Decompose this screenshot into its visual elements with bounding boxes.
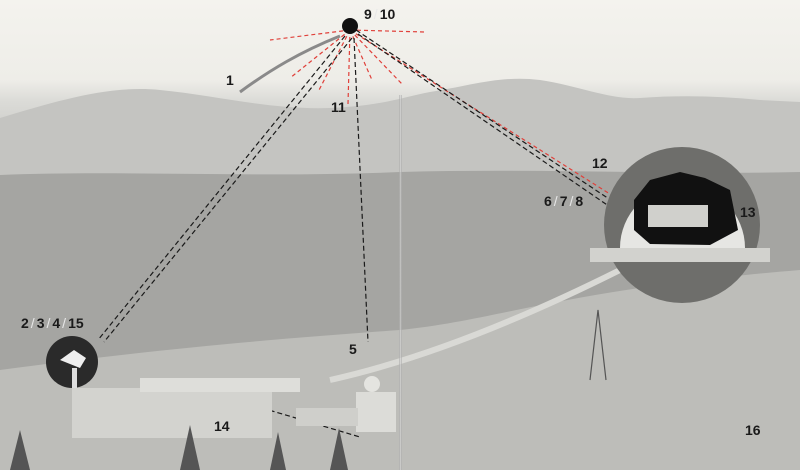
label-satellite: 9/10	[364, 6, 396, 22]
label-part: 9	[364, 6, 372, 22]
label-radome-left: 6/7/8	[544, 193, 584, 209]
satellite-icon	[342, 18, 358, 34]
label-trajectory: 1	[226, 72, 234, 88]
label-part: 15	[68, 315, 84, 331]
label-tower-5: 5	[349, 341, 357, 357]
label-part: 2	[21, 315, 29, 331]
label-corner: 16	[745, 422, 761, 438]
label-part: 10	[379, 6, 396, 22]
label-radome-top: 12	[592, 155, 608, 171]
label-tower-11: 11	[331, 99, 346, 115]
label-building: 14	[214, 418, 230, 434]
label-part: 4	[52, 315, 61, 331]
label-part: 8	[575, 193, 584, 209]
label-part: 7	[559, 193, 568, 209]
label-part: 3	[36, 315, 45, 331]
page-gutter	[399, 95, 402, 470]
label-radome-right: 13	[740, 204, 756, 220]
label-part: 6	[544, 193, 552, 209]
label-antenna-small: 2/3/4/15	[21, 315, 84, 331]
